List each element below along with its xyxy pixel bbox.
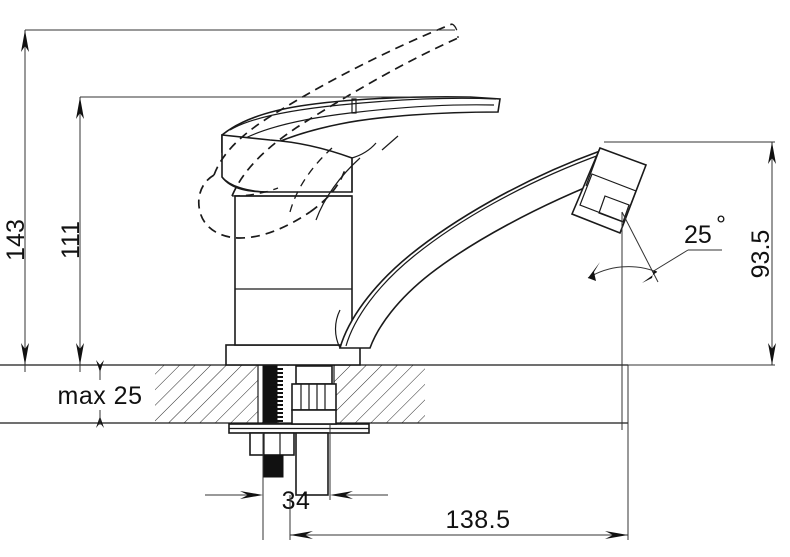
dimension-total-height: 143	[2, 29, 455, 372]
arrow-angle-left	[588, 262, 600, 281]
lever-hub-lower-curve	[221, 176, 267, 193]
arrow-angle-right	[642, 270, 657, 283]
threaded-stud	[262, 365, 278, 423]
spout-body	[338, 150, 616, 349]
lever-open-hub-inner	[231, 187, 279, 197]
mixer-body-cylinder	[234, 195, 353, 346]
dim-label-max25: max 25	[58, 382, 143, 410]
lever-hub	[221, 134, 353, 193]
dimension-counter-thickness: max 25	[58, 360, 143, 428]
hose-collar-upper	[295, 365, 333, 385]
dim-label-111: 111	[57, 221, 85, 259]
degree-symbol-icon: °	[716, 211, 726, 239]
dim-label-1385: 138.5	[445, 506, 510, 534]
spout-inner-line	[345, 153, 603, 347]
lever-open-tip	[451, 23, 459, 39]
lever-hub-right-edge	[351, 142, 377, 192]
dimension-shank-width: 34	[205, 424, 388, 540]
hex-nut	[249, 432, 295, 456]
lever-open-hub-right	[309, 165, 347, 213]
spout-root-blend	[334, 309, 341, 349]
lever-pivot-tick	[381, 135, 399, 151]
lever-open-hub	[197, 174, 311, 239]
aerator-edge-line	[585, 147, 601, 187]
mixer-body	[234, 195, 353, 346]
arrow-143-top	[21, 30, 29, 52]
lever-handle-closed	[221, 96, 501, 193]
dimension-spout-reach: 138.5	[289, 365, 629, 540]
arrow-1385-right	[605, 531, 628, 539]
arrow-34-left	[240, 491, 263, 499]
hose-collar-knurl	[291, 383, 337, 411]
stud-tail	[262, 454, 284, 478]
stud-thread-texture	[277, 366, 283, 422]
arrow-935-bottom	[768, 343, 776, 365]
arrow-max25-up	[96, 360, 104, 372]
arrow-111-top	[76, 97, 84, 119]
lever-riser-detail	[351, 98, 357, 114]
dim-label-935: 93.5	[747, 230, 775, 279]
angle-leader-line	[651, 249, 689, 273]
dimension-outlet-angle: 25 °	[587, 211, 726, 430]
lever-open-lower-edge	[231, 37, 459, 197]
arrow-935-top	[768, 142, 776, 164]
supply-hose	[295, 432, 329, 496]
lever-swing-arc-solid	[315, 157, 361, 221]
lever-open-upper-edge	[213, 23, 453, 176]
arrow-143-bottom	[21, 343, 29, 365]
lever-mid-line	[237, 104, 495, 143]
lever-swing-arc	[289, 147, 333, 213]
aerator-outlet-face	[598, 195, 630, 223]
arrow-111-bottom	[76, 343, 84, 365]
lever-top-line	[229, 97, 497, 131]
dim-label-143: 143	[2, 219, 30, 261]
dimension-body-height: 111	[57, 96, 470, 372]
dim-label-34: 34	[282, 487, 311, 515]
arrow-1385-left	[290, 531, 313, 539]
spout	[334, 150, 616, 349]
dimension-spout-height: 93.5	[604, 141, 776, 366]
arrow-34-right	[330, 491, 353, 499]
aerator-band	[579, 173, 637, 223]
aerator	[570, 146, 648, 235]
lever-handle-open	[197, 23, 459, 239]
dim-label-angle: 25	[684, 221, 712, 249]
hose-collar-lower	[291, 409, 337, 425]
